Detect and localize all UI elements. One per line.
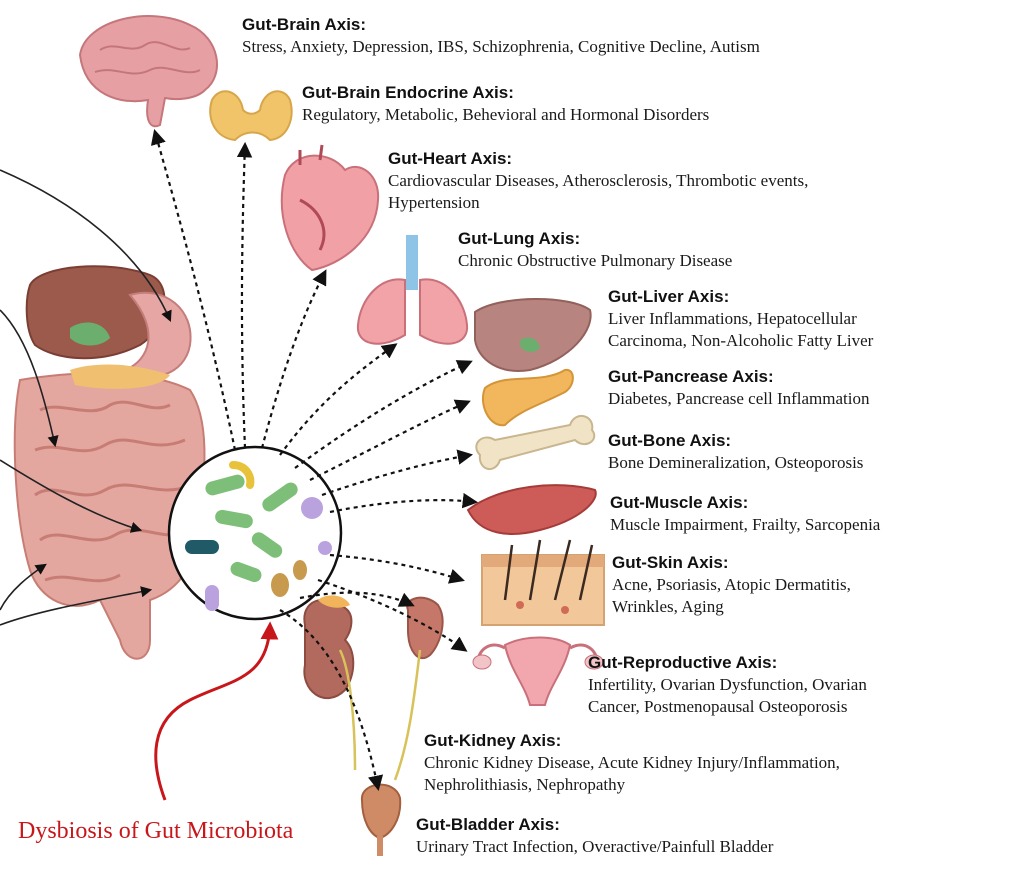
gut-icon — [13, 265, 206, 660]
axis-title: Gut-Reproductive Axis: — [588, 653, 778, 672]
axis-label-bladder: Gut-Bladder Axis: Urinary Tract Infectio… — [416, 814, 773, 858]
microbiota-icon — [167, 445, 343, 621]
muscle-icon — [466, 484, 597, 535]
kidney-icon — [303, 595, 444, 781]
axis-desc: Chronic Obstructive Pulmonary Disease — [458, 251, 733, 270]
axis-label-bone: Gut-Bone Axis: Bone Demineralization, Os… — [608, 430, 863, 474]
axis-title: Gut-Bone Axis: — [608, 431, 732, 450]
axis-label-heart: Gut-Heart Axis: Cardiovascular Diseases,… — [388, 148, 808, 214]
axis-label-liver: Gut-Liver Axis: Liver Inflammations, Hep… — [608, 286, 873, 352]
axis-title: Gut-Lung Axis: — [458, 229, 581, 248]
axis-label-reproductive: Gut-Reproductive Axis: Infertility, Ovar… — [588, 652, 867, 718]
brain-icon — [78, 15, 218, 128]
body-pointer-lines — [0, 169, 172, 626]
uterus-icon — [472, 636, 604, 706]
axis-desc: Carcinoma, Non-Alcoholic Fatty Liver — [608, 331, 874, 350]
axis-desc: Acne, Psoriasis, Atopic Dermatitis, — [612, 575, 851, 594]
axis-desc: Muscle Impairment, Frailty, Sarcopenia — [610, 515, 881, 534]
heart-icon — [280, 144, 380, 272]
axis-title: Gut-Brain Axis: — [242, 15, 367, 34]
axis-desc: Nephrolithiasis, Nephropathy — [424, 775, 626, 794]
axis-title: Gut-Bladder Axis: — [416, 815, 560, 834]
axis-desc: Wrinkles, Aging — [612, 597, 724, 616]
axis-desc: Cancer, Postmenopausal Osteoporosis — [588, 697, 848, 716]
axis-desc: Bone Demineralization, Osteoporosis — [608, 453, 864, 472]
axis-title: Gut-Liver Axis: — [608, 287, 730, 306]
axis-desc: Cardiovascular Diseases, Atherosclerosis… — [388, 171, 809, 190]
dysbiosis-arrow — [154, 621, 279, 801]
axis-desc: Liver Inflammations, Hepatocellular — [608, 309, 857, 328]
axis-desc: Regulatory, Metabolic, Behevioral and Ho… — [302, 105, 710, 124]
lungs-icon — [356, 235, 469, 345]
dysbiosis-label: Dysbiosis of Gut Microbiota — [18, 818, 294, 844]
axis-desc: Hypertension — [388, 193, 480, 212]
axis-label-kidney: Gut-Kidney Axis: Chronic Kidney Disease,… — [424, 730, 840, 796]
skin-icon — [481, 539, 605, 626]
axis-label-skin: Gut-Skin Axis: Acne, Psoriasis, Atopic D… — [612, 552, 851, 618]
axis-title: Gut-Pancrease Axis: — [608, 367, 774, 386]
axis-desc: Diabetes, Pancrease cell Inflammation — [608, 389, 870, 408]
axis-desc: Urinary Tract Infection, Overactive/Pain… — [416, 837, 774, 856]
bone-icon — [475, 415, 596, 470]
thyroid-icon — [209, 90, 293, 142]
bladder-icon — [361, 783, 402, 856]
axis-desc: Stress, Anxiety, Depression, IBS, Schizo… — [242, 37, 760, 56]
axis-title: Gut-Heart Axis: — [388, 149, 513, 168]
axis-label-endocrine: Gut-Brain Endocrine Axis: Regulatory, Me… — [302, 82, 709, 126]
axis-label-lung: Gut-Lung Axis: Chronic Obstructive Pulmo… — [458, 228, 732, 272]
axis-desc: Infertility, Ovarian Dysfunction, Ovaria… — [588, 675, 867, 694]
axis-desc: Chronic Kidney Disease, Acute Kidney Inj… — [424, 753, 840, 772]
axis-arrows — [150, 129, 479, 792]
axis-label-pancreas: Gut-Pancrease Axis: Diabetes, Pancrease … — [608, 366, 870, 410]
axis-title: Gut-Skin Axis: — [612, 553, 729, 572]
axis-label-muscle: Gut-Muscle Axis: Muscle Impairment, Frai… — [610, 492, 880, 536]
liver-icon — [474, 298, 592, 372]
pancreas-icon — [482, 368, 574, 427]
axis-title: Gut-Brain Endocrine Axis: — [302, 83, 514, 102]
axis-label-brain: Gut-Brain Axis: Stress, Anxiety, Depress… — [242, 14, 760, 58]
axis-title: Gut-Muscle Axis: — [610, 493, 749, 512]
axis-title: Gut-Kidney Axis: — [424, 731, 562, 750]
